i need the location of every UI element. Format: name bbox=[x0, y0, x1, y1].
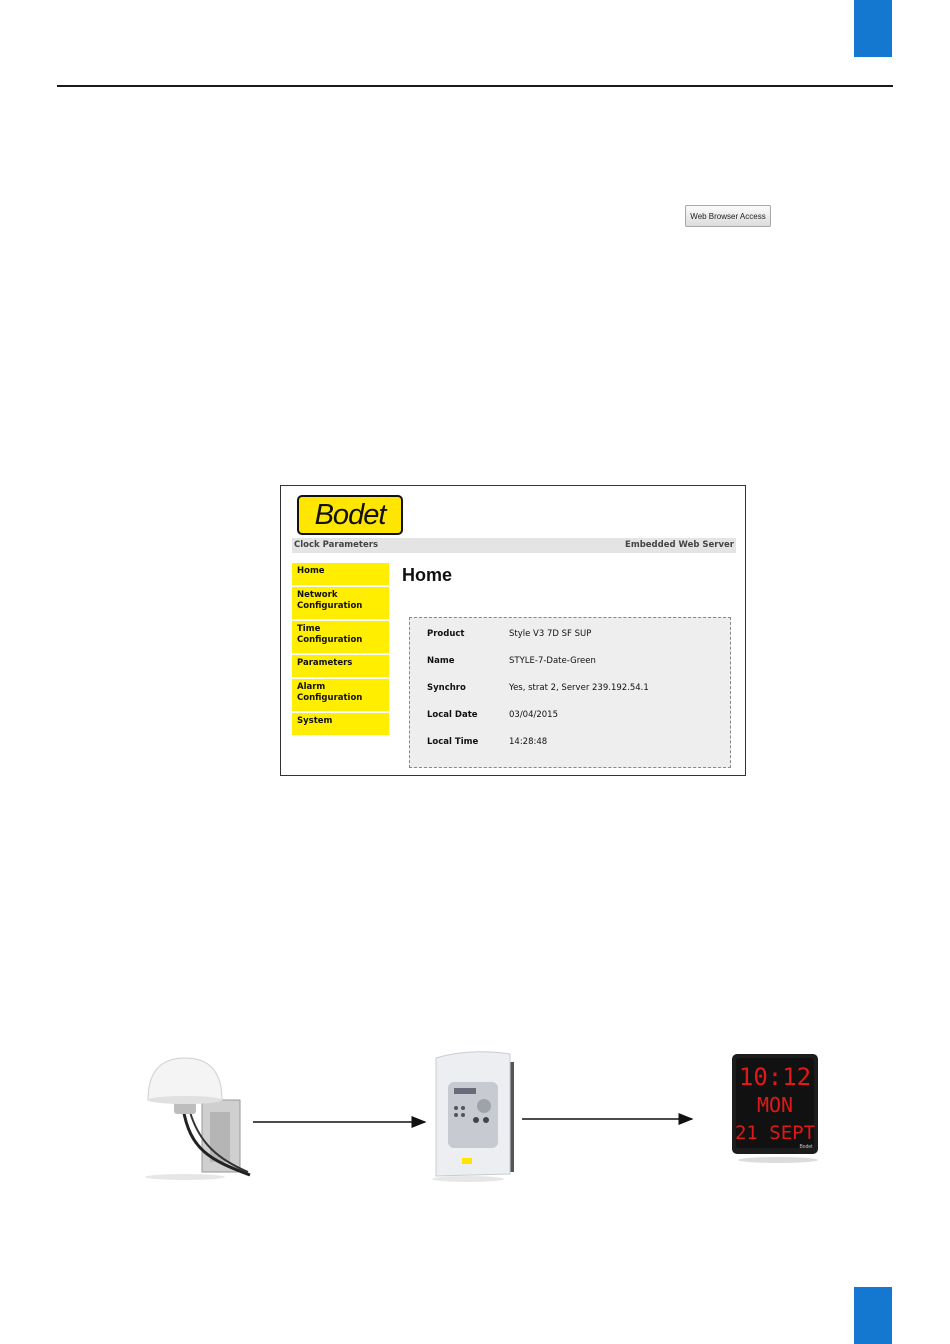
web-browser-access-button[interactable]: Web Browser Access bbox=[685, 205, 771, 227]
menu-item-alarm-configuration[interactable]: Alarm Configuration bbox=[292, 679, 389, 713]
menu-item-home[interactable]: Home bbox=[292, 563, 389, 587]
clock-day: MON bbox=[757, 1093, 793, 1117]
page-title: Home bbox=[402, 565, 453, 585]
embedded-server-label: Embedded Web Server bbox=[625, 540, 734, 550]
page-tab-top bbox=[854, 0, 892, 57]
clock-date: 21 SEPT bbox=[735, 1122, 815, 1144]
master-clock-image bbox=[432, 1051, 514, 1182]
clock-time: 10:12 bbox=[739, 1063, 811, 1091]
side-menu: Home Network Configuration Time Configur… bbox=[292, 563, 389, 737]
gps-antenna-image bbox=[145, 1057, 251, 1180]
header-bar: Clock Parameters Embedded Web Server bbox=[292, 538, 736, 553]
menu-item-time-configuration[interactable]: Time Configuration bbox=[292, 621, 389, 655]
menu-item-system[interactable]: System bbox=[292, 713, 389, 737]
menu-item-network-configuration[interactable]: Network Configuration bbox=[292, 587, 389, 621]
info-panel: Product Style V3 7D SF SUP Name STYLE-7-… bbox=[409, 617, 731, 768]
bodet-logo: Bodet bbox=[297, 495, 403, 535]
digital-clock-image: 10:12 MON 21 SEPT Bodet bbox=[732, 1054, 818, 1163]
web-server-screenshot: Bodet Clock Parameters Embedded Web Serv… bbox=[280, 485, 746, 776]
page-tab-bottom bbox=[854, 1287, 892, 1344]
menu-item-parameters[interactable]: Parameters bbox=[292, 655, 389, 679]
clock-parameters-label: Clock Parameters bbox=[294, 540, 379, 550]
header-rule bbox=[57, 85, 893, 87]
clock-brand: Bodet bbox=[799, 1144, 813, 1150]
